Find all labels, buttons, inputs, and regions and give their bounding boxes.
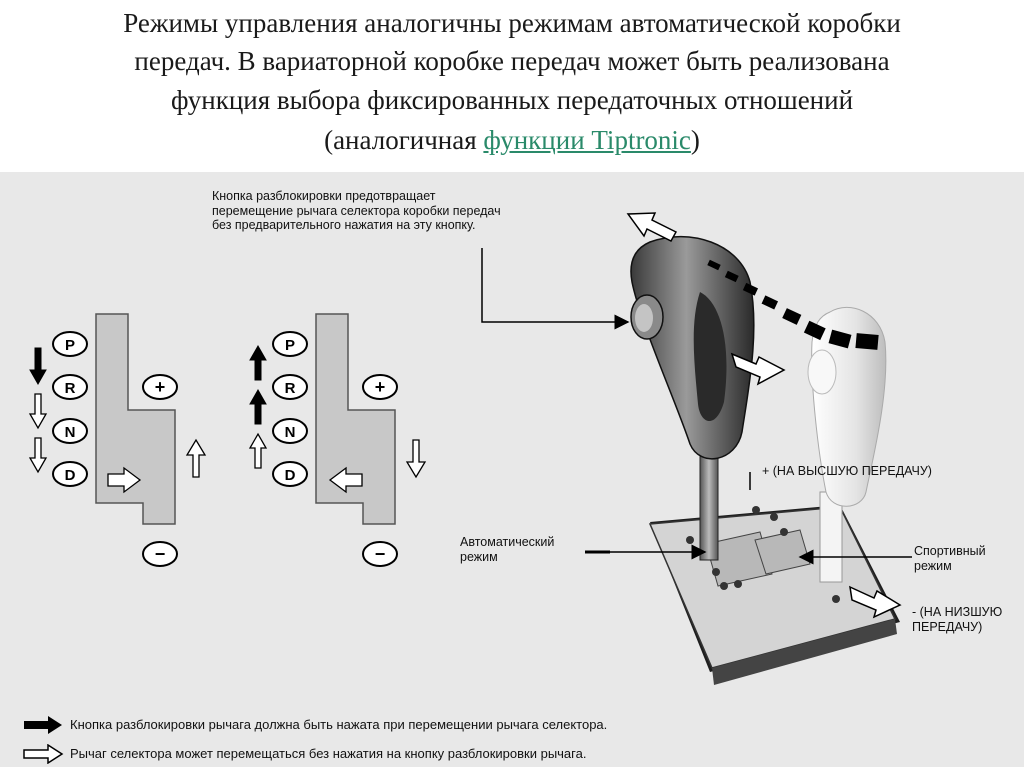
auto-mode-label: Автоматический режим <box>460 535 554 564</box>
header-line-3: функция выбора фиксированных передаточны… <box>170 85 854 115</box>
position-label-n: N <box>285 424 296 441</box>
shifter-illustration <box>626 212 902 685</box>
solid-arrow-icon <box>29 347 47 386</box>
hollow-arrow-icon <box>185 438 207 478</box>
legend-hollow-text: Рычаг селектора может перемещаться без н… <box>70 746 587 761</box>
downshift-label: - (НА НИЗШУЮ ПЕРЕДАЧУ) <box>912 605 1002 634</box>
svg-text:−: − <box>155 544 166 564</box>
solid-arrow-icon <box>249 344 267 381</box>
position-label-p: P <box>285 337 295 354</box>
svg-text:+: + <box>155 377 166 397</box>
position-badge-r: R <box>52 374 88 400</box>
position-label-r: R <box>65 380 76 397</box>
unlock-callout-line-1: Кнопка разблокировки предотвращает <box>212 189 436 203</box>
solid-arrow-icon <box>249 388 267 425</box>
sport-mode-line-2: режим <box>914 558 952 573</box>
unlock-callout-line-3: без предварительного нажатия на эту кноп… <box>212 218 476 232</box>
position-badge-d: D <box>272 461 308 487</box>
hollow-arrow-icon <box>248 432 268 469</box>
hollow-arrow-icon <box>23 744 64 764</box>
hollow-arrow-icon <box>28 437 48 474</box>
header-line-1: Режимы управления аналогичны режимам авт… <box>123 8 901 38</box>
diagram-panel: P R N D + − <box>0 172 1024 767</box>
leader-lines <box>481 248 912 565</box>
position-label-d: D <box>65 467 76 484</box>
tiptronic-link[interactable]: функции Tiptronic <box>483 125 691 155</box>
shifter-diagram: P R N D + − <box>28 212 912 685</box>
position-badge-p: P <box>272 331 308 357</box>
plus-icon: + <box>362 374 398 400</box>
position-badge-r: R <box>272 374 308 400</box>
sport-mode-line-1: Спортивный <box>914 544 986 558</box>
position-label-p: P <box>65 337 75 354</box>
svg-text:+: + <box>375 377 386 397</box>
hollow-arrow-icon <box>328 466 363 494</box>
downshift-line-2: ПЕРЕДАЧУ) <box>912 619 983 634</box>
hollow-arrow-icon <box>405 439 427 479</box>
header-line-2: передач. В вариаторной коробке передач м… <box>134 46 890 76</box>
position-label-n: N <box>65 424 76 441</box>
upshift-label: + (НА ВЫСШУЮ ПЕРЕДАЧУ) <box>762 464 932 478</box>
position-badge-n: N <box>52 418 88 444</box>
position-badge-d: D <box>52 461 88 487</box>
minus-icon: − <box>362 541 398 567</box>
auto-mode-line-1: Автоматический <box>460 535 555 549</box>
position-label-d: D <box>285 467 296 484</box>
header-line-4: (аналогичная функции Tiptronic) <box>0 123 1024 157</box>
downshift-line-1: - (НА НИЗШУЮ <box>912 605 1003 619</box>
solid-arrow-icon <box>24 716 62 734</box>
hollow-arrow-icon <box>849 585 902 619</box>
gate-left: P R N D + − <box>28 313 207 567</box>
hollow-arrow-icon <box>28 393 48 430</box>
hollow-arrow-icon <box>730 352 786 386</box>
header: Режимы управления аналогичны режимам авт… <box>0 0 1024 172</box>
plus-icon: + <box>142 374 178 400</box>
header-line-4-suffix: ) <box>690 125 700 155</box>
unlock-button-callout: Кнопка разблокировки предотвращает перем… <box>212 189 501 233</box>
hollow-arrow-icon <box>626 212 678 242</box>
svg-text:−: − <box>375 544 386 564</box>
header-line-4-prefix: (аналогичная <box>324 125 484 155</box>
position-badge-n: N <box>272 418 308 444</box>
legend-solid-text: Кнопка разблокировки рычага должна быть … <box>70 717 608 732</box>
position-label-r: R <box>285 380 296 397</box>
position-badge-p: P <box>52 331 88 357</box>
auto-mode-line-2: режим <box>460 549 498 564</box>
unlock-callout-line-2: перемещение рычага селектора коробки пер… <box>212 203 501 218</box>
gate-middle: P R N D + − <box>248 313 427 567</box>
minus-icon: − <box>142 541 178 567</box>
hollow-arrow-icon <box>107 466 142 494</box>
sport-mode-label: Спортивный режим <box>914 544 986 573</box>
